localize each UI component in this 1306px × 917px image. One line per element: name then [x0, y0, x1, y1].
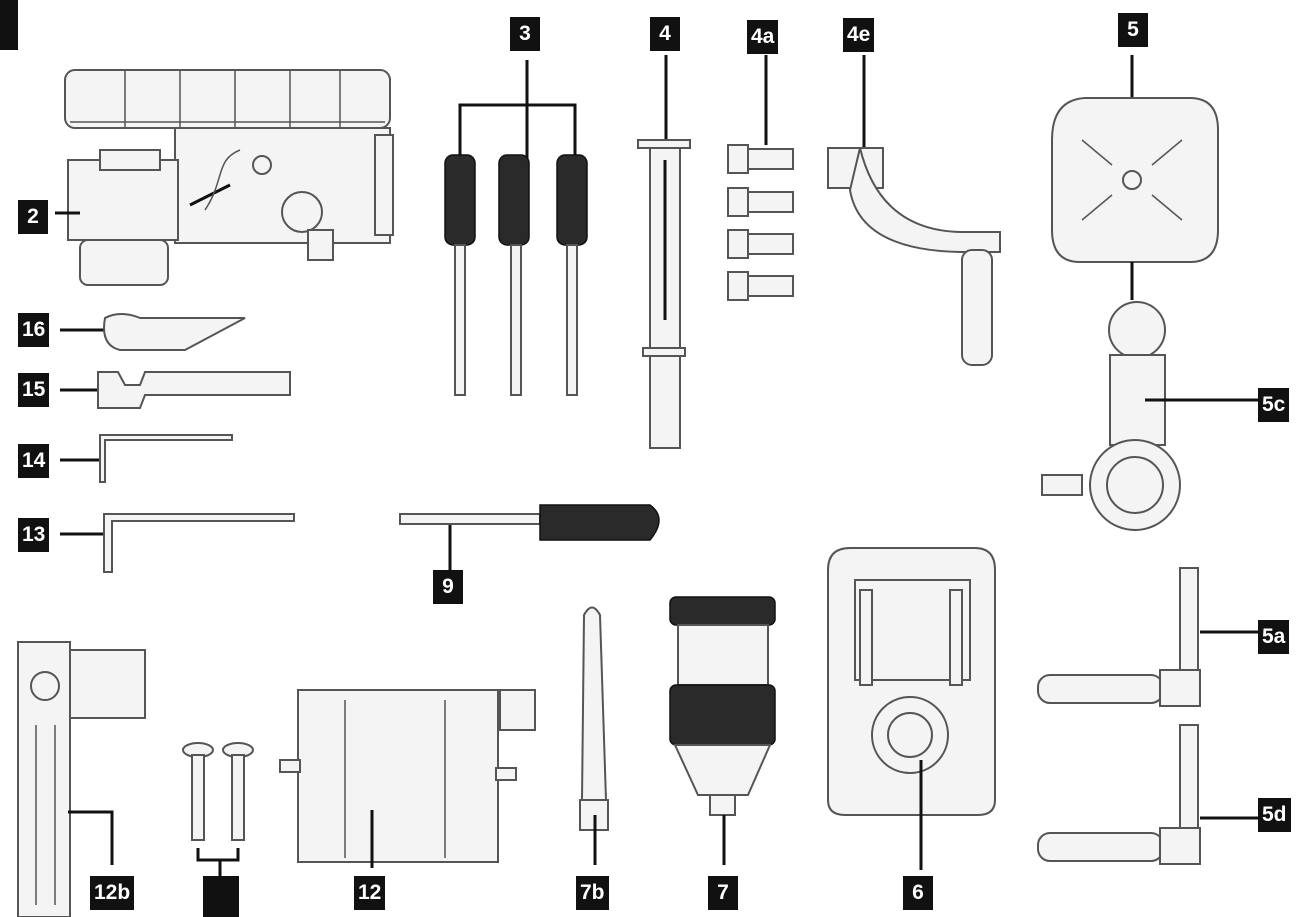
flat-wrench: [60, 313, 246, 351]
label-16: 16: [18, 313, 50, 347]
label-4e: 4e: [843, 18, 875, 52]
feed-handles: [444, 60, 588, 396]
label-5c: 5c: [1258, 388, 1290, 422]
label-14: 14: [18, 444, 50, 478]
large-hex-key: [60, 513, 295, 573]
label-4: 4: [650, 17, 680, 51]
bracket: [17, 641, 146, 917]
label-7b: 7b: [576, 876, 609, 910]
lever-5a: [1037, 567, 1262, 707]
drill-chuck: [669, 596, 776, 865]
mounting-pins: [182, 742, 254, 878]
open-wrench: [60, 371, 291, 409]
label-5: 5: [1118, 13, 1148, 47]
label-12: 12: [354, 876, 386, 910]
column: [637, 55, 691, 449]
label-6: 6: [903, 876, 933, 910]
label-7: 7: [708, 876, 738, 910]
label-blank: [203, 876, 239, 917]
drill-head: [64, 69, 394, 286]
label-5a: 5a: [1258, 620, 1290, 654]
corner-tab: [0, 0, 18, 50]
screwdriver: [399, 504, 660, 572]
label-9: 9: [433, 570, 463, 604]
work-table: [827, 547, 996, 870]
label-15: 15: [18, 373, 50, 407]
table-support: [1041, 301, 1262, 531]
small-hex-key: [60, 434, 233, 483]
bolts: [727, 55, 794, 301]
label-5d: 5d: [1258, 798, 1291, 832]
label-2: 2: [18, 200, 48, 234]
crank-handle: [827, 55, 1001, 366]
lever-5d: [1037, 724, 1262, 865]
label-12b: 12b: [90, 876, 135, 910]
label-3: 3: [510, 17, 540, 51]
chuck-arbor: [579, 606, 609, 865]
label-4a: 4a: [747, 20, 779, 54]
motor-cover: [279, 689, 536, 868]
base-plate: [1051, 55, 1219, 263]
label-13: 13: [18, 518, 50, 552]
